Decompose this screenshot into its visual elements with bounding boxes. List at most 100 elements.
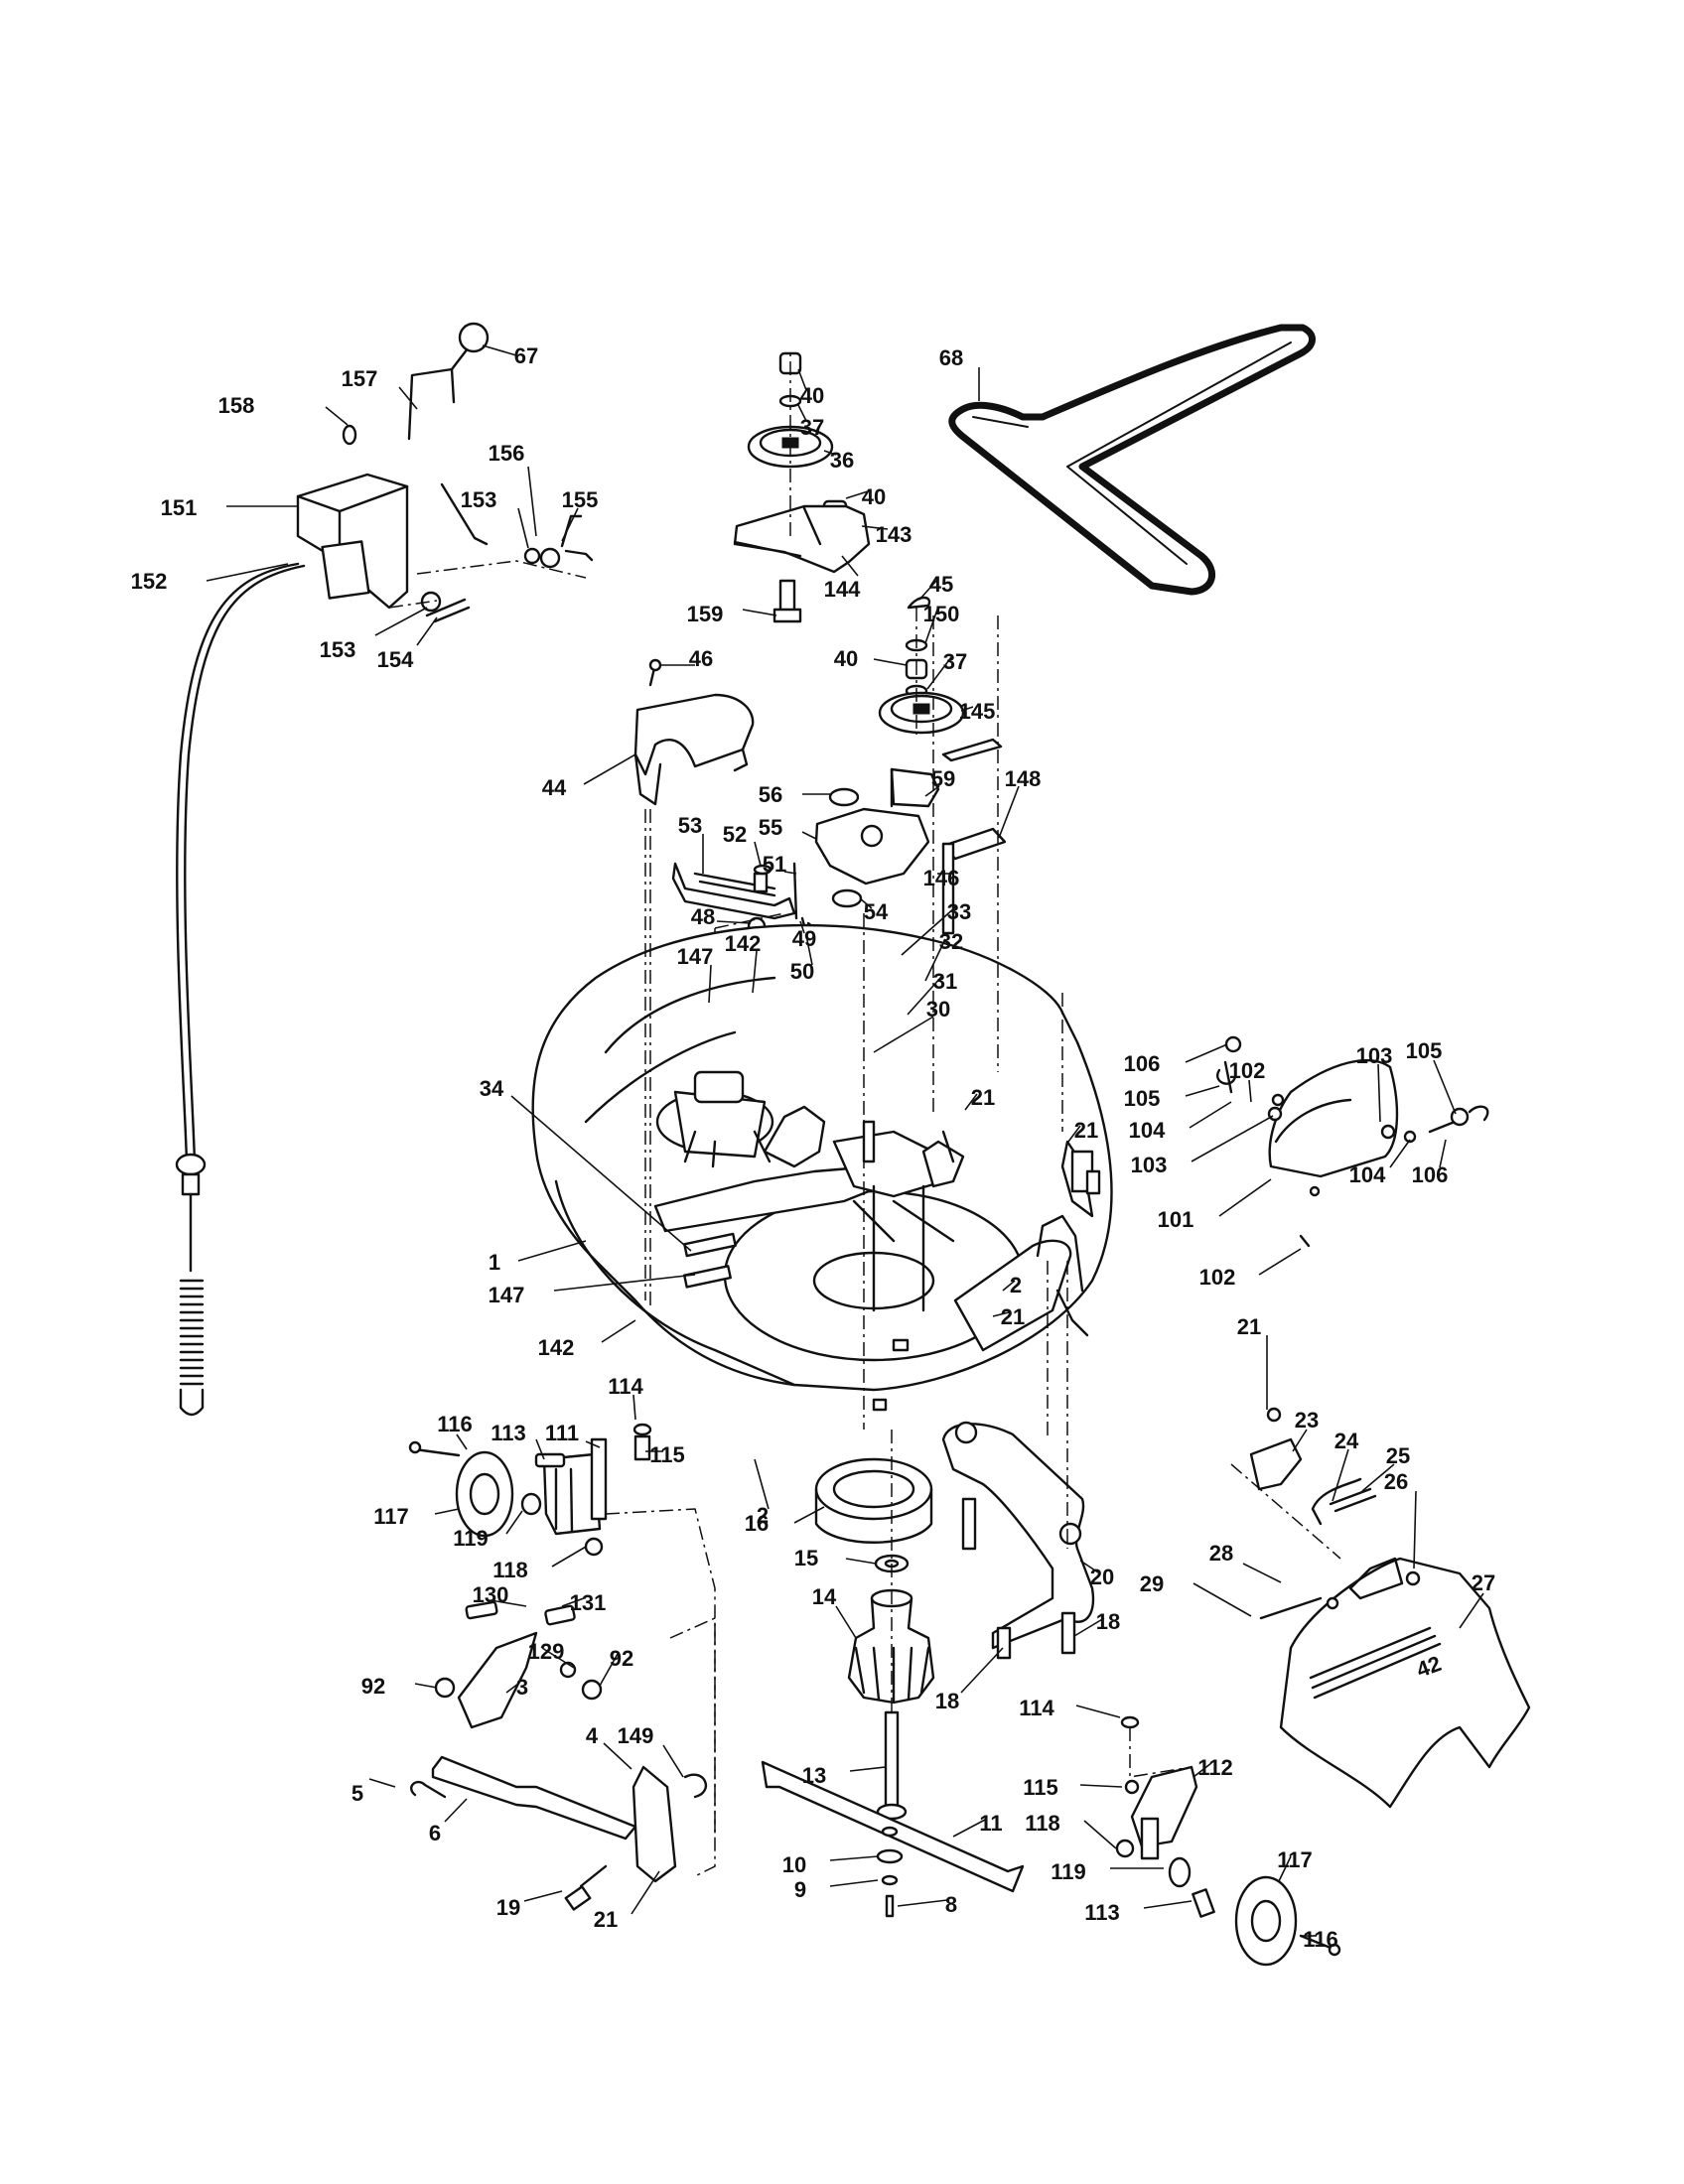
part-callout-145: 145 (959, 699, 996, 724)
leader-line (1191, 1115, 1274, 1162)
leader-line (490, 1599, 527, 1607)
part-callout-119b: 119 (1051, 1859, 1086, 1884)
leader-line (482, 344, 517, 356)
part-callout-11: 11 (979, 1811, 1002, 1836)
leader-line (1413, 1490, 1417, 1570)
part-callout-117b: 117 (1277, 1847, 1313, 1872)
right-gauge-wheel-assembly (1115, 1715, 1341, 1967)
leader-line (456, 1433, 468, 1450)
part-callout-50: 50 (790, 959, 814, 984)
leader-line (1292, 1429, 1308, 1452)
part-callout-4: 4 (586, 1723, 599, 1748)
leader-line (662, 1744, 684, 1778)
part-callout-9: 9 (794, 1877, 806, 1902)
leader-line (998, 785, 1020, 839)
part-callout-118b: 118 (1025, 1811, 1060, 1836)
leader-line (845, 490, 869, 499)
leader-line (829, 1879, 879, 1887)
leader-line (325, 406, 349, 426)
alignment-lines (644, 615, 1063, 1430)
part-callout-149: 149 (618, 1723, 654, 1748)
leader-line (517, 507, 529, 549)
part-callout-151: 151 (161, 495, 198, 520)
tension-bracket (671, 862, 815, 973)
leader-line (1079, 1560, 1099, 1573)
part-callout-103a: 103 (1356, 1043, 1393, 1068)
leader-line (374, 607, 428, 636)
lift-cable (175, 562, 306, 1417)
part-callout-147a: 147 (677, 944, 714, 969)
left-gauge-wheel-assembly (408, 1423, 716, 1837)
part-callout-159: 159 (687, 602, 724, 626)
leader-line (797, 368, 807, 391)
part-callout-32: 32 (939, 929, 963, 954)
front-hanger-assembly (410, 1600, 716, 1911)
leader-line (1278, 1855, 1292, 1882)
part-callout-8: 8 (945, 1892, 957, 1917)
leader-line (1185, 1043, 1228, 1063)
part-callout-21d: 21 (594, 1907, 618, 1932)
leader-line (416, 616, 438, 646)
leader-line (505, 1683, 519, 1694)
part-callout-92a: 92 (361, 1674, 385, 1699)
part-callout-102a: 102 (1229, 1058, 1266, 1083)
leader-line (754, 1458, 770, 1510)
part-callout-13: 13 (802, 1763, 826, 1788)
part-callout-45: 45 (929, 572, 953, 597)
part-callout-1: 1 (489, 1250, 500, 1275)
leader-line (805, 934, 813, 966)
leader-line (1189, 1101, 1232, 1129)
leader-line (585, 1440, 601, 1448)
part-callout-29: 29 (1140, 1571, 1164, 1596)
leader-line (1079, 1784, 1123, 1788)
leader-line (1248, 1079, 1252, 1103)
part-callout-2a: 2 (1010, 1273, 1022, 1297)
part-callout-155: 155 (562, 487, 599, 512)
leader-line (601, 1319, 636, 1343)
leader-line (924, 609, 938, 644)
leader-line (523, 1890, 563, 1902)
part-callout-144: 144 (824, 577, 861, 602)
part-callout-146: 146 (923, 866, 960, 890)
part-callout-116b: 116 (1303, 1927, 1338, 1952)
part-callout-31: 31 (933, 969, 957, 994)
leader-line (1075, 1705, 1121, 1718)
leader-line (752, 950, 758, 994)
part-callout-106b: 106 (1412, 1162, 1449, 1187)
leader-line (1193, 1582, 1252, 1617)
deck-housing (531, 923, 1113, 1412)
leader-line (992, 1311, 1010, 1317)
part-callout-101: 101 (1158, 1207, 1194, 1232)
part-callout-142a: 142 (725, 931, 762, 956)
part-callout-27: 27 (1472, 1570, 1495, 1595)
leader-line (823, 450, 837, 456)
leader-line (551, 1546, 587, 1568)
part-callout-102b: 102 (1199, 1265, 1236, 1290)
part-callout-152: 152 (131, 569, 168, 594)
leader-line (845, 1558, 877, 1565)
part-callout-19: 19 (496, 1895, 520, 1920)
leader-line (414, 1683, 438, 1689)
leader-line (1258, 1248, 1302, 1276)
belt-guard (633, 658, 755, 806)
part-callout-156: 156 (489, 441, 525, 466)
part-callout-49: 49 (792, 926, 816, 951)
part-callout-24: 24 (1334, 1429, 1359, 1453)
part-callout-143: 143 (876, 522, 912, 547)
leader-line (631, 1870, 660, 1915)
part-callout-56: 56 (759, 782, 782, 807)
leader-line (632, 1394, 636, 1421)
part-callout-148: 148 (1005, 766, 1042, 791)
part-callout-114b: 114 (1019, 1696, 1054, 1720)
leader-line (873, 658, 908, 666)
part-callout-21c: 21 (1001, 1304, 1025, 1329)
part-callout-154: 154 (377, 647, 414, 672)
part-callout-15: 15 (794, 1546, 818, 1570)
part-callout-153a: 153 (461, 487, 497, 512)
leader-line (924, 938, 946, 982)
leader-line (849, 1766, 887, 1772)
part-callout-36: 36 (830, 448, 854, 473)
part-callout-117a: 117 (373, 1504, 409, 1529)
leader-line (603, 1742, 632, 1770)
